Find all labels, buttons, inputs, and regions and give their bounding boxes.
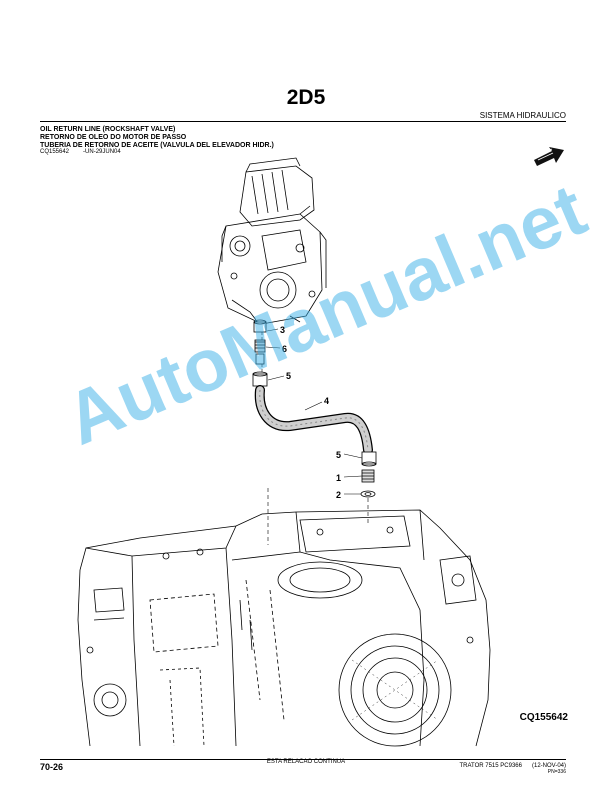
title-portuguese: RETORNO DE OLEO DO MOTOR DE PASSO: [40, 134, 187, 141]
footer-date: (12-NOV-04): [531, 763, 566, 769]
title-spanish: TUBERIA DE RETORNO DE ACEITE (VALVULA DE…: [40, 142, 274, 149]
return-hose: [254, 385, 373, 455]
rockshaft-valve: [217, 157, 327, 325]
callout-3: 3: [280, 325, 285, 335]
leader-lines: [261, 328, 369, 545]
reference-line: CQ155642 -UN-29JUN04: [40, 149, 121, 155]
footer-info: TRATOR 7515 PC9366 (12-NOV-04): [459, 763, 566, 769]
callout-6: 6: [282, 344, 287, 354]
callout-4: 4: [324, 396, 329, 406]
transmission-housing: [77, 509, 491, 747]
header-rule: [40, 121, 566, 122]
lower-fittings: [360, 451, 377, 498]
footer-model: TRATOR 7515: [459, 763, 499, 769]
page-number: 70-26: [40, 762, 64, 772]
title-english: OIL RETURN LINE (ROCKSHAFT VALVE): [40, 126, 176, 133]
callouts: 3 6 5 4 5 1 2: [280, 325, 341, 500]
section-title: SISTEMA HIDRAULICO: [479, 111, 566, 120]
orientation-arrow-icon: [534, 147, 564, 166]
page-code: 2D5: [286, 86, 326, 109]
footer-rule: [40, 759, 566, 760]
reference-code: CQ155642: [40, 149, 70, 155]
footer-pn: PN=336: [547, 769, 566, 775]
figure-id: CQ155642: [519, 712, 568, 723]
callout-2: 2: [336, 490, 341, 500]
callout-5-upper: 5: [286, 371, 291, 381]
continued-note: ESTA RELACAO CONTINUA: [266, 759, 346, 765]
reference-date: -UN-29JUN04: [83, 149, 121, 155]
callout-5-lower: 5: [336, 450, 341, 460]
callout-1: 1: [336, 473, 341, 483]
footer-catalog: PC9366: [500, 763, 522, 769]
